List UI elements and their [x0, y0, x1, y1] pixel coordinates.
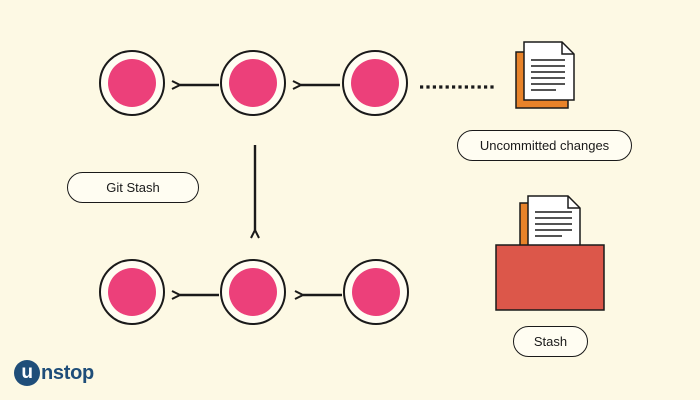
unstop-logo: u nstop	[14, 358, 94, 388]
commit-node-top-3	[342, 50, 408, 116]
git-stash-label: Git Stash	[67, 172, 199, 203]
commit-node-bottom-2	[220, 259, 286, 325]
uncommitted-changes-label: Uncommitted changes	[457, 130, 632, 161]
stash-label: Stash	[513, 326, 588, 357]
document-icon	[515, 41, 575, 109]
logo-badge: u	[14, 360, 40, 386]
stash-box-icon	[495, 195, 605, 311]
commit-node-bottom-1	[99, 259, 165, 325]
logo-wordmark: nstop	[41, 361, 94, 384]
commit-node-top-1	[99, 50, 165, 116]
commit-node-top-2	[220, 50, 286, 116]
commit-node-bottom-3	[343, 259, 409, 325]
